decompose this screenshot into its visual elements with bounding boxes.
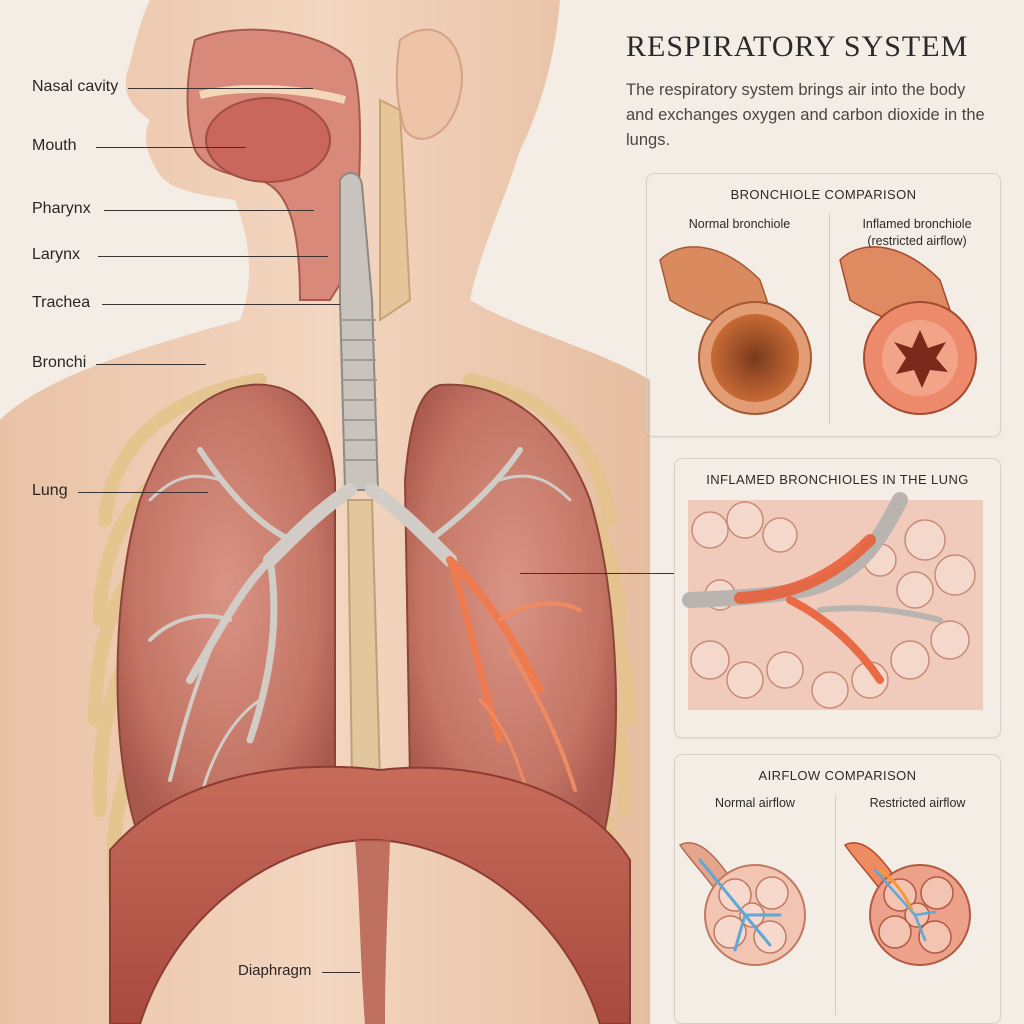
normal-bronchiole-art xyxy=(659,246,812,415)
trachea-rings xyxy=(342,319,378,461)
leader-lung xyxy=(78,492,208,493)
spine-neck xyxy=(379,98,412,322)
leader-diaphragm xyxy=(322,972,360,973)
panel-airflow-comparison: AIRFLOW COMPARISON Normal airflow Restri… xyxy=(674,754,1001,1024)
panel-divider xyxy=(829,214,830,424)
leader-mouth xyxy=(96,147,246,148)
palate xyxy=(199,85,347,104)
label-normal-airflow: Normal airflow xyxy=(715,796,795,810)
right-lung xyxy=(403,383,617,852)
leader-pharynx xyxy=(104,210,314,211)
leader-bronchi xyxy=(96,364,206,365)
inflamed-lung-art xyxy=(682,492,983,710)
label-larynx: Larynx xyxy=(32,246,81,263)
label-mouth: Mouth xyxy=(32,137,77,154)
leader-larynx xyxy=(98,256,328,257)
panel-divider xyxy=(835,795,836,1015)
panel-title: INFLAMED BRONCHIOLES IN THE LUNG xyxy=(706,472,969,487)
label-lung: Lung xyxy=(32,482,68,499)
label-bronchi: Bronchi xyxy=(32,354,87,371)
page-description: The respiratory system brings air into t… xyxy=(626,81,985,149)
normal-airflow-art xyxy=(678,842,806,966)
tongue xyxy=(205,97,331,183)
panel-title: AIRFLOW COMPARISON xyxy=(758,768,917,783)
label-inflamed-bronchiole: Inflamed bronchiole xyxy=(862,217,972,231)
panel-bronchiole-comparison: BRONCHIOLE COMPARISON Normal bronchiole … xyxy=(646,173,1001,437)
label-trachea: Trachea xyxy=(32,294,91,311)
label-restricted-airflow: Restricted airflow xyxy=(869,796,966,810)
ear xyxy=(395,28,463,140)
label-nasal-cavity: Nasal cavity xyxy=(32,78,119,95)
label-restricted-note: (restricted airflow) xyxy=(867,234,967,248)
leader-inflamed-callout xyxy=(520,573,674,574)
restricted-airflow-art xyxy=(843,842,971,966)
label-diaphragm: Diaphragm xyxy=(238,962,312,979)
diaphragm-center xyxy=(355,840,390,1024)
leader-trachea xyxy=(102,304,340,305)
label-pharynx: Pharynx xyxy=(32,200,91,217)
trachea-tube xyxy=(339,172,380,491)
label-normal-bronchiole: Normal bronchiole xyxy=(688,217,791,231)
right-bronchial-tree xyxy=(365,447,582,802)
inflamed-bronchiole-art xyxy=(839,246,977,415)
page-title: RESPIRATORY SYSTEM xyxy=(626,30,969,63)
leader-nasal-cavity xyxy=(128,88,313,89)
panel-inflamed-lung: INFLAMED BRONCHIOLES IN THE LUNG xyxy=(674,458,1001,738)
panel-title: BRONCHIOLE COMPARISON xyxy=(730,187,917,202)
